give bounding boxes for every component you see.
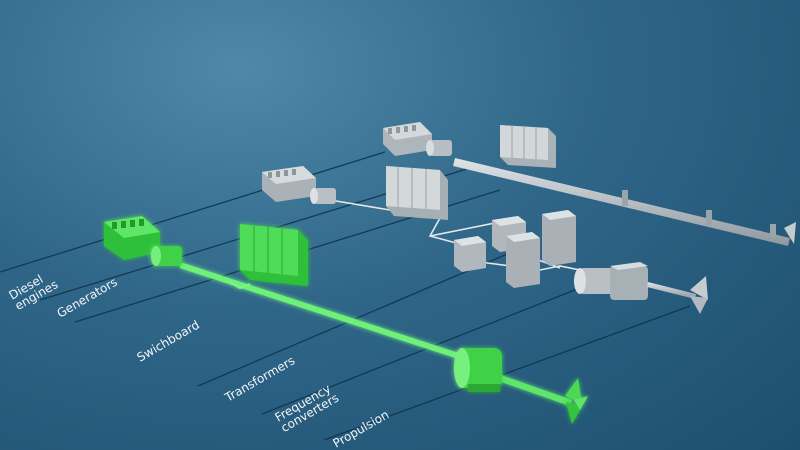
frequency-converter-1 <box>506 232 540 288</box>
component-labels: Diesel engines Generators Swichboard Tra… <box>7 267 392 450</box>
green-diesel-engine <box>104 216 160 260</box>
label-generators: Generators <box>55 275 120 321</box>
label-frequency-converters: Frequency converters <box>273 380 343 435</box>
frequency-converter-2 <box>542 210 576 266</box>
middle-propeller-shaft <box>647 276 708 314</box>
green-switchboard <box>240 224 308 286</box>
back-generator <box>426 140 452 156</box>
label-propulsion: Propulsion <box>331 407 392 450</box>
back-propulsion-train <box>453 158 796 246</box>
middle-generator <box>310 188 336 204</box>
transformer-1 <box>454 236 486 272</box>
middle-switchboard <box>386 166 448 220</box>
back-switchboard <box>500 125 556 168</box>
label-switchboard: Swichboard <box>135 318 202 365</box>
green-propeller <box>565 378 588 424</box>
leader-line-propulsion <box>323 305 691 441</box>
middle-diesel-engine <box>262 166 316 202</box>
middle-propulsion-motor <box>574 262 648 300</box>
label-diesel-engines: Diesel engines <box>7 267 61 313</box>
label-transformers: Transformers <box>222 353 298 405</box>
green-generator <box>151 246 182 266</box>
green-cable <box>180 262 572 406</box>
back-diesel-engine <box>383 122 432 156</box>
leader-line-diesel-engines <box>0 151 386 273</box>
green-propulsion-motor <box>454 348 502 392</box>
